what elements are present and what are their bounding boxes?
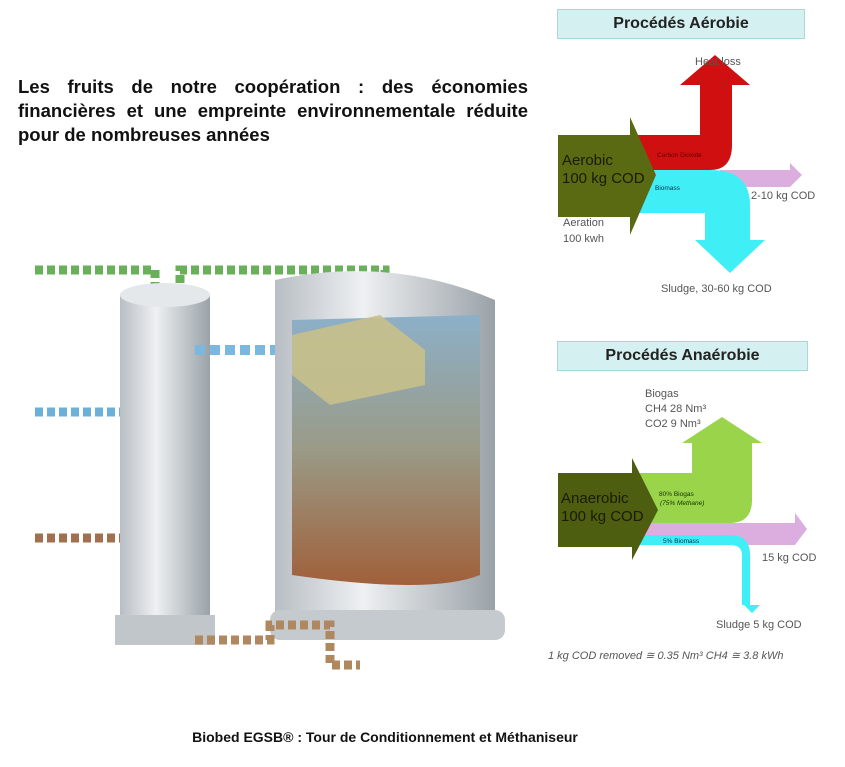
aerobic-title: Procédés Aérobie	[557, 9, 805, 39]
heat-loss: Heat loss	[695, 56, 741, 68]
svg-text:100 kwh: 100 kwh	[563, 233, 604, 245]
svg-text:(75% Methane): (75% Methane)	[660, 500, 704, 507]
sludge-arrow	[640, 535, 760, 613]
reactor-illustration	[35, 265, 505, 670]
svg-text:5% Biomass: 5% Biomass	[663, 538, 700, 545]
intro-text: Les fruits de notre coopération : des éc…	[18, 76, 528, 145]
svg-text:Biomass: Biomass	[655, 185, 681, 192]
anaerobic-title: Procédés Anaérobie	[557, 341, 808, 371]
svg-text:15 kg COD: 15 kg COD	[762, 552, 816, 564]
svg-text:100 kg COD: 100 kg COD	[561, 508, 644, 525]
input-arrow	[558, 458, 658, 560]
svg-text:Biogas: Biogas	[645, 388, 679, 400]
svg-text:80% Biogas: 80% Biogas	[659, 491, 694, 498]
svg-text:Sludge 5 kg COD: Sludge 5 kg COD	[716, 619, 802, 631]
co2-arrow	[630, 55, 750, 170]
svg-text:CO2 9 Nm³: CO2 9 Nm³	[645, 418, 701, 430]
caption: Biobed EGSB® : Tour de Conditionnement e…	[192, 729, 578, 745]
svg-text:2-10 kg COD: 2-10 kg COD	[751, 190, 815, 202]
svg-text:CH4 28 Nm³: CH4 28 Nm³	[645, 403, 706, 415]
aerobic-sankey: Heat loss Aerobic 100 kg COD Carbon Diox…	[558, 55, 815, 295]
svg-text:Anaerobic: Anaerobic	[561, 490, 629, 507]
svg-text:100 kg COD: 100 kg COD	[562, 170, 645, 187]
biogas-arrow	[640, 417, 762, 523]
svg-text:1 kg COD removed ≅ 0.35 Nm³ CH: 1 kg COD removed ≅ 0.35 Nm³ CH4 ≅ 3.8 kW…	[548, 650, 783, 662]
svg-text:Aeration: Aeration	[563, 217, 604, 229]
sludge-arrow	[630, 170, 765, 273]
svg-text:Carbon Dioxide: Carbon Dioxide	[657, 152, 702, 159]
anaerobic-sankey: Biogas CH4 28 Nm³ CO2 9 Nm³ Anaerobic 10…	[548, 388, 816, 662]
svg-text:Aerobic: Aerobic	[562, 152, 613, 169]
input-arrow	[558, 117, 656, 235]
svg-text:Sludge, 30-60 kg COD: Sludge, 30-60 kg COD	[661, 283, 772, 295]
